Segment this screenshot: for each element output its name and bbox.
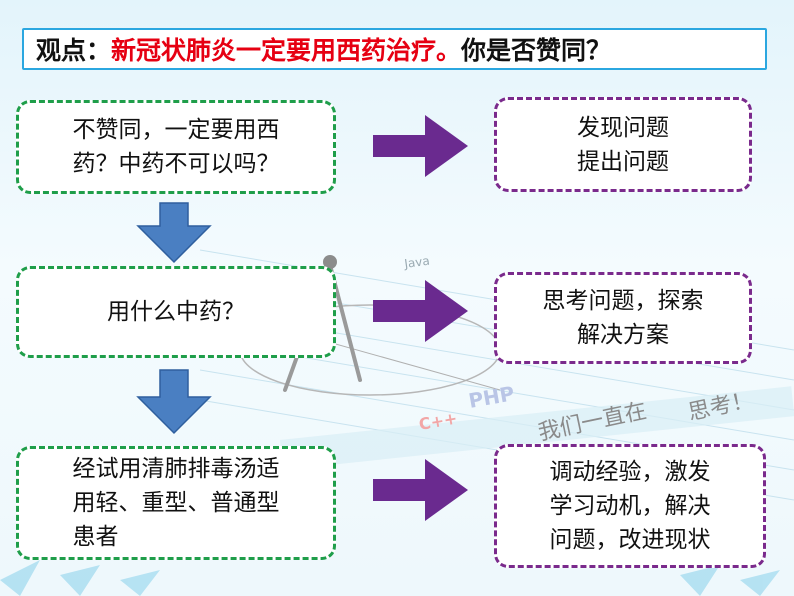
right-box-2: 思考问题，探索 解决方案 xyxy=(494,272,752,364)
left-box-1-line-2: 药？中药不可以吗？ xyxy=(72,151,280,177)
title-prefix: 观点： xyxy=(36,36,112,65)
left-box-1: 不赞同，一定要用西 药？中药不可以吗？ xyxy=(16,100,336,194)
right-box-3-line-2: 学习动机，解决 xyxy=(549,493,711,519)
right-box-1-line-2: 提出问题 xyxy=(577,148,669,175)
left-box-3-line-2: 用轻、重型、普通型 xyxy=(72,490,280,516)
left-box-2: 用什么中药？ xyxy=(16,266,336,358)
right-arrow-icon-1 xyxy=(373,115,468,177)
title-suffix: 你是否赞同？ xyxy=(461,36,612,65)
title-highlight: 新冠状肺炎一定要用西药治疗。 xyxy=(111,36,462,65)
right-box-2-line-2: 解决方案 xyxy=(577,322,669,348)
left-box-2-line-1: 用什么中药？ xyxy=(107,299,245,325)
right-box-3-line-1: 调动经验，激发 xyxy=(549,459,711,485)
title-bar: 观点： 新冠状肺炎一定要用西药治疗。 你是否赞同？ xyxy=(22,28,767,70)
right-box-3: 调动经验，激发 学习动机，解决 问题，改进现状 xyxy=(494,444,766,568)
java-logo: Java xyxy=(402,254,430,272)
right-arrow-icon-2 xyxy=(373,280,468,342)
left-box-3: 经试用清肺排毒汤适 用轻、重型、普通型 患者 xyxy=(16,446,336,560)
right-box-1: 发现问题 提出问题 xyxy=(494,97,752,192)
down-arrow-icon-1 xyxy=(136,202,212,264)
left-box-3-line-1: 经试用清肺排毒汤适 xyxy=(72,456,280,482)
right-box-3-line-3: 问题，改进现状 xyxy=(549,527,711,553)
right-box-1-line-1: 发现问题 xyxy=(577,114,669,141)
right-arrow-icon-3 xyxy=(373,459,468,521)
left-box-3-line-3: 患者 xyxy=(72,524,119,550)
left-box-1-line-1: 不赞同，一定要用西 xyxy=(72,117,280,143)
right-box-2-line-1: 思考问题，探索 xyxy=(542,288,704,314)
down-arrow-icon-2 xyxy=(136,369,212,435)
